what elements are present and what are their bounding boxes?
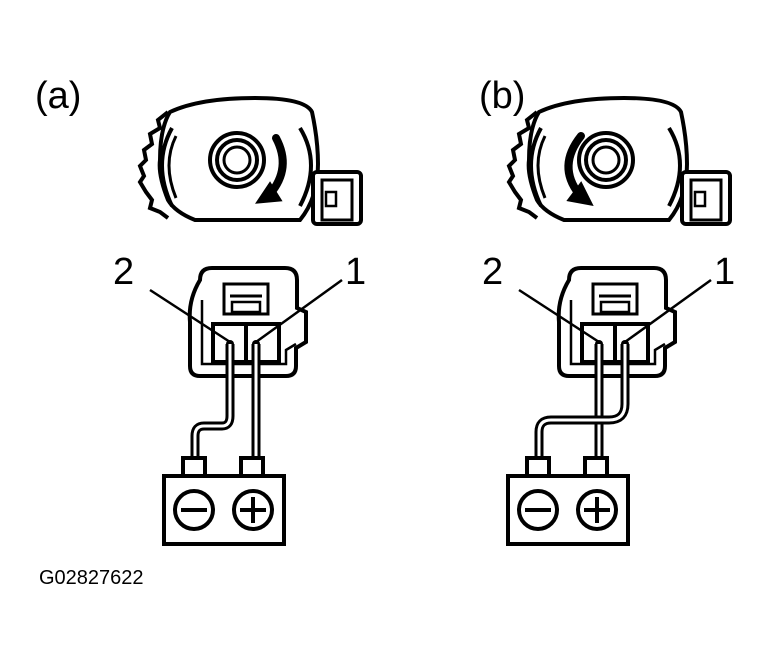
pin-2-label-a: 2 [113,251,134,293]
battery-b [506,456,630,546]
panel-b-label: (b) [479,75,525,117]
panel-b: (b) 2 1 [479,75,735,546]
motor-body-a [138,96,363,226]
clockwise-arrow-icon [255,134,287,204]
motor-body-b [507,96,732,226]
counterclockwise-arrow-icon [564,132,594,207]
connector-face-a [187,266,308,378]
connector-face-b [556,266,677,378]
leader-line-pin2-a [149,288,231,344]
leader-line-pin1-a [255,278,343,344]
leader-line-pin1-b [624,278,712,344]
panel-a: (a) 2 1 [35,75,366,546]
pin-2-label-b: 2 [482,251,503,293]
pin-1-label-a: 1 [345,251,366,293]
leader-line-pin2-b [518,288,600,344]
figure-code: G02827622 [39,567,144,589]
panel-a-label: (a) [35,75,81,117]
battery-a [162,456,286,546]
pin-1-label-b: 1 [714,251,735,293]
